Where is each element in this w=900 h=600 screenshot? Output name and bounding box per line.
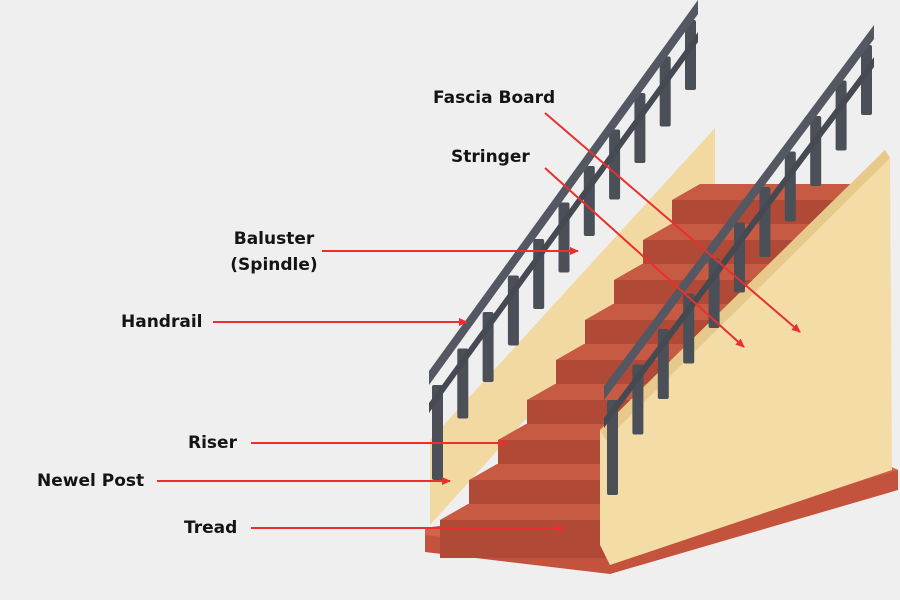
tread-label: Tread [184,518,238,538]
riser-step [440,520,605,558]
handrail [604,25,874,400]
newel-post [607,400,618,495]
baluster-label-line2: (Spindle) [230,255,318,275]
front-stringer-wall [600,150,892,565]
back-wall [430,128,715,525]
stringer-arrow [544,167,745,348]
baluster [634,93,646,163]
front-railing [604,25,874,495]
stringer-label: Stringer [451,147,530,167]
fascia-board-arrow [544,112,801,333]
baluster-label: Baluster (Spindle) [222,226,326,278]
baluster [583,166,595,236]
handrail [429,0,698,385]
handrail-label: Handrail [121,312,203,332]
callout-arrows [157,112,801,532]
newel-post [432,385,443,480]
baluster [685,20,696,90]
baluster [609,129,621,200]
tread-step [440,504,633,520]
baluster-label-line1: Baluster [233,229,315,249]
back-railing [429,0,698,480]
riser-label: Riser [188,433,237,453]
lower-rail [429,32,698,413]
front-stringer-edge [600,150,890,440]
baluster [810,116,822,186]
baluster [759,187,771,257]
fascia-board-label: Fascia Board [433,88,556,108]
baluster [861,45,872,115]
newel-post-label: Newel Post [37,471,145,491]
lower-rail [604,57,874,428]
baluster [784,151,796,222]
